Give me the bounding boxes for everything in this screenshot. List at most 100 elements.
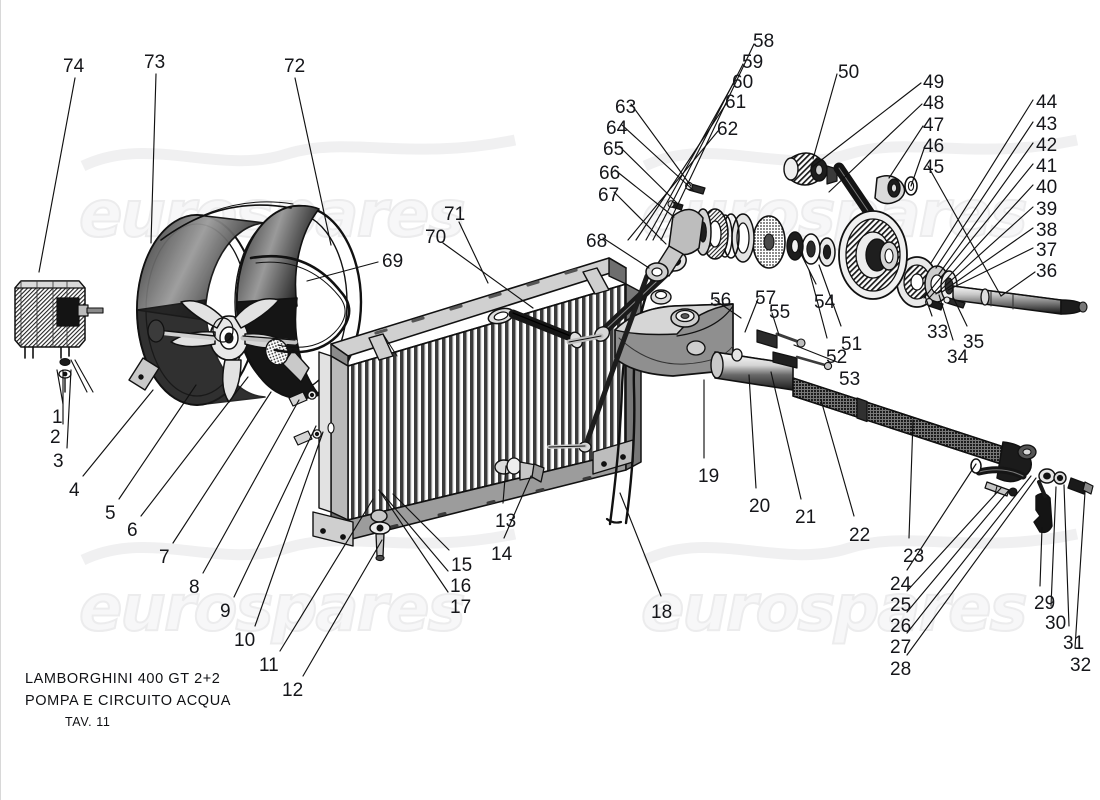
leader-line-45 xyxy=(927,165,1002,297)
callout-number-55: 55 xyxy=(769,302,791,323)
callout-number-46: 46 xyxy=(923,136,945,157)
leader-line-40 xyxy=(929,184,1034,298)
callout-number-34: 34 xyxy=(947,347,969,368)
leader-line-18 xyxy=(619,492,662,597)
leader-line-70 xyxy=(442,242,534,309)
callout-number-72: 72 xyxy=(284,56,306,77)
callout-number-22: 22 xyxy=(849,525,871,546)
callout-number-2: 2 xyxy=(50,427,61,448)
callout-number-7: 7 xyxy=(159,547,170,568)
callout-number-69: 69 xyxy=(382,251,404,272)
callout-number-42: 42 xyxy=(1036,135,1058,156)
leader-line-15 xyxy=(392,493,450,551)
leader-line-25 xyxy=(906,487,1002,592)
leader-line-51 xyxy=(818,264,842,327)
fan-motor-assembly xyxy=(14,280,104,393)
callout-number-35: 35 xyxy=(963,332,985,353)
water-pump-shaft xyxy=(710,329,1094,534)
leader-line-36 xyxy=(1000,271,1036,297)
leader-line-12 xyxy=(302,539,383,677)
callout-number-57: 57 xyxy=(755,288,777,309)
callout-number-29: 29 xyxy=(1034,593,1056,614)
callout-number-3: 3 xyxy=(53,451,64,472)
leader-line-14 xyxy=(503,475,532,539)
leader-line-24 xyxy=(906,463,977,571)
leader-line-6 xyxy=(140,376,249,517)
leader-line-72 xyxy=(294,77,332,246)
leader-line-41 xyxy=(923,163,1034,299)
callout-number-41: 41 xyxy=(1036,156,1058,177)
callout-number-1: 1 xyxy=(52,407,63,428)
callout-number-26: 26 xyxy=(890,616,912,637)
callout-number-30: 30 xyxy=(1045,613,1067,634)
leader-line-58 xyxy=(660,43,755,241)
callout-number-47: 47 xyxy=(923,115,945,136)
leader-line-66 xyxy=(614,169,675,218)
radiator-assembly xyxy=(288,257,642,562)
leader-line-8 xyxy=(202,399,300,574)
callout-number-37: 37 xyxy=(1036,240,1058,261)
leader-line-49 xyxy=(810,82,922,169)
callout-number-74: 74 xyxy=(63,56,85,77)
leader-line-50 xyxy=(812,73,838,160)
leader-line-48 xyxy=(828,103,923,193)
callout-number-53: 53 xyxy=(839,369,861,390)
leader-line-17 xyxy=(378,489,449,593)
leader-line-47 xyxy=(888,125,924,179)
leader-line-55 xyxy=(771,312,780,336)
callout-number-24: 24 xyxy=(890,574,912,595)
leader-line-68 xyxy=(602,237,650,269)
leader-line-60 xyxy=(645,83,734,241)
callout-number-16: 16 xyxy=(450,576,472,597)
leader-line-13 xyxy=(502,465,507,504)
callout-number-31: 31 xyxy=(1063,633,1085,654)
callout-number-73: 73 xyxy=(144,52,166,73)
leader-line-5 xyxy=(118,384,197,500)
leader-line-35 xyxy=(952,296,968,327)
leader-line-56 xyxy=(714,299,742,319)
leader-line-42 xyxy=(938,142,1034,275)
leader-line-69 xyxy=(306,261,379,282)
callout-number-62: 62 xyxy=(717,119,739,140)
leader-line-53 xyxy=(793,344,838,363)
callout-number-10: 10 xyxy=(234,630,256,651)
leader-line-74 xyxy=(38,77,76,273)
leader-line-43 xyxy=(935,121,1034,269)
leader-line-33 xyxy=(924,295,933,317)
callout-number-40: 40 xyxy=(1036,177,1058,198)
callout-number-13: 13 xyxy=(495,511,517,532)
callout-number-60: 60 xyxy=(732,72,754,93)
leader-line-28 xyxy=(906,477,1037,656)
leader-line-3 xyxy=(66,369,72,449)
callout-number-58: 58 xyxy=(753,31,775,52)
callout-number-66: 66 xyxy=(599,163,621,184)
callout-number-38: 38 xyxy=(1036,220,1058,241)
callout-number-17: 17 xyxy=(450,597,472,618)
callout-number-48: 48 xyxy=(923,93,945,114)
leader-line-46 xyxy=(910,145,926,187)
callout-number-50: 50 xyxy=(838,62,860,83)
callout-number-6: 6 xyxy=(127,520,138,541)
leader-line-64 xyxy=(621,124,694,191)
leader-line-29 xyxy=(1039,527,1043,587)
callout-number-45: 45 xyxy=(923,157,945,178)
callout-number-23: 23 xyxy=(903,546,925,567)
callout-number-43: 43 xyxy=(1036,114,1058,135)
leader-line-22 xyxy=(820,399,855,517)
leader-line-21 xyxy=(770,371,802,500)
callout-number-36: 36 xyxy=(1036,261,1058,282)
pulley-impeller-stack xyxy=(645,208,908,300)
callout-number-54: 54 xyxy=(814,292,836,313)
callout-number-21: 21 xyxy=(795,507,817,528)
leader-line-44 xyxy=(930,99,1034,264)
caption-subject: POMPA E CIRCUITO ACQUA xyxy=(25,693,232,710)
callout-number-61: 61 xyxy=(725,92,747,113)
leader-line-32 xyxy=(1074,491,1086,649)
callout-number-56: 56 xyxy=(710,290,732,311)
leader-line-16 xyxy=(381,492,449,572)
leader-line-67 xyxy=(613,191,667,245)
leader-line-73 xyxy=(150,73,157,244)
leader-line-31 xyxy=(1063,484,1070,627)
callout-number-12: 12 xyxy=(282,680,304,701)
